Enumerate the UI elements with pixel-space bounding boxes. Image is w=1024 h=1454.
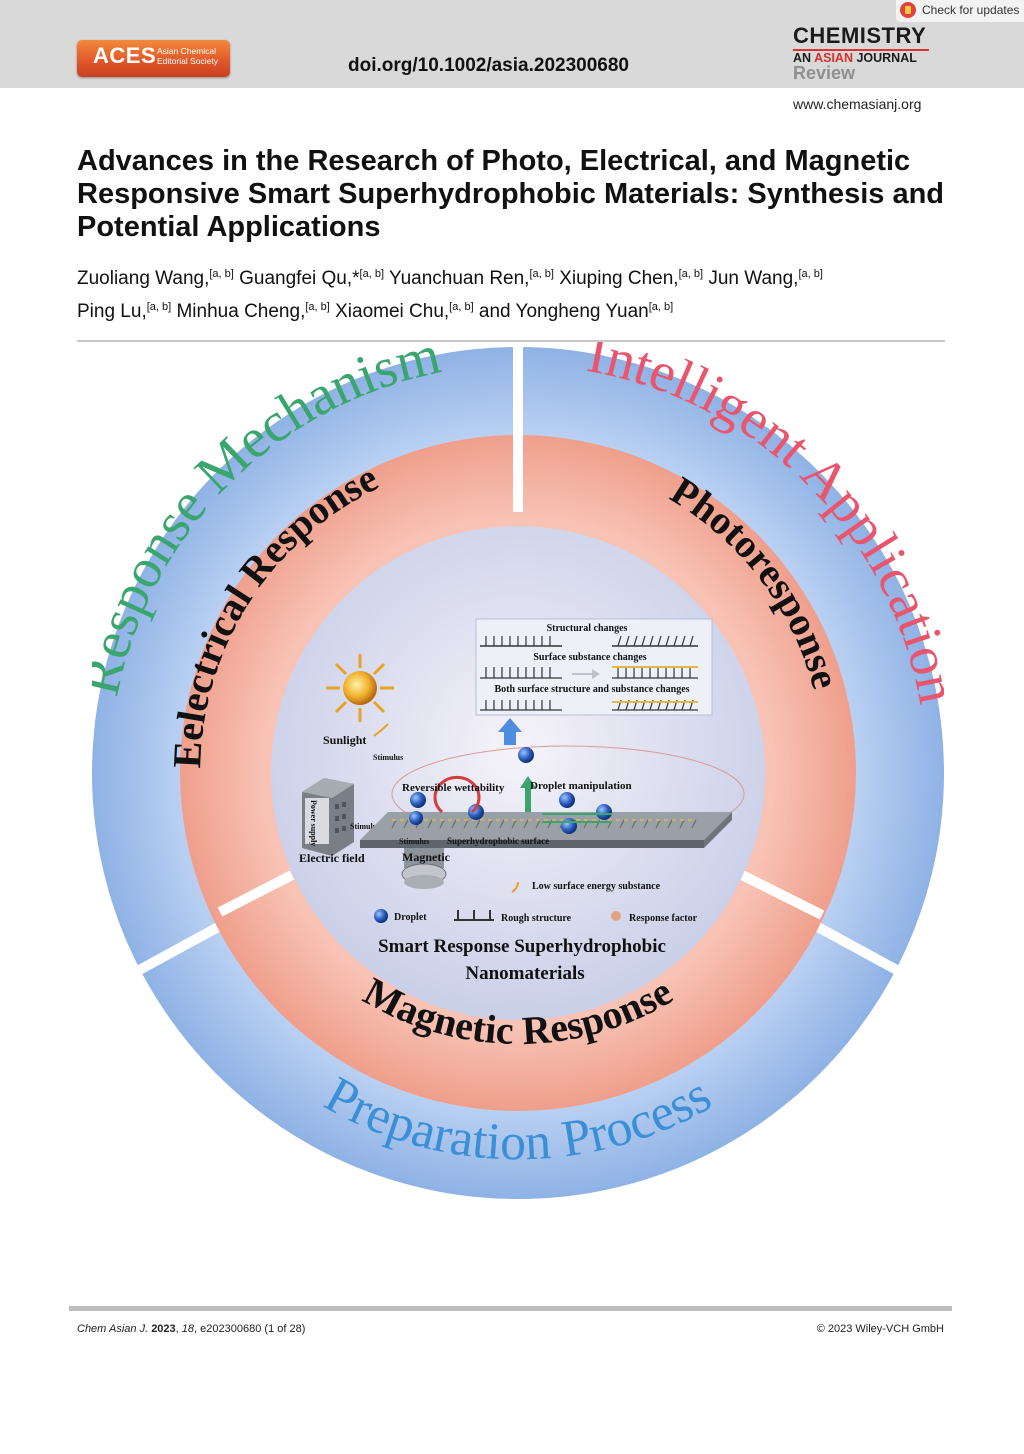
mid-separator-left bbox=[217, 870, 295, 917]
aces-logo-text: ACES bbox=[93, 43, 157, 68]
aces-name-line1: Asian Chemical bbox=[157, 46, 217, 56]
inset-arrow bbox=[572, 669, 600, 679]
mid-separator-right bbox=[739, 870, 825, 920]
sun-ray-curve bbox=[373, 723, 389, 737]
label-power-supply: Power supply bbox=[309, 800, 318, 846]
header-divider bbox=[77, 340, 945, 342]
droplet-5 bbox=[561, 818, 577, 834]
check-for-updates-label: Check for updates bbox=[922, 3, 1020, 17]
label-surface: Superhydrophobic surface bbox=[447, 836, 549, 846]
author-affiliation: [a, b] bbox=[529, 268, 554, 280]
author-list: Zuoliang Wang,[a, b] Guangfei Qu,*[a, b]… bbox=[77, 260, 957, 326]
aces-logo[interactable]: ACES Asian Chemical Editorial Society bbox=[77, 40, 230, 77]
inset-row3-pillars bbox=[480, 699, 698, 711]
label-sunlight: Sunlight bbox=[323, 733, 366, 747]
legend-droplet: Droplet bbox=[394, 912, 427, 923]
legend-rough-icon bbox=[454, 910, 494, 921]
article-title: Advances in the Research of Photo, Elect… bbox=[77, 145, 944, 243]
check-for-updates-button[interactable]: Check for updates bbox=[896, 0, 1024, 22]
author-affiliation: [a, b] bbox=[648, 301, 674, 313]
droplet-6 bbox=[596, 804, 612, 820]
magnet-icon bbox=[401, 848, 447, 889]
label-stimulus-magnetic: Stimulus bbox=[399, 837, 429, 846]
legend-low-energy-icon bbox=[511, 881, 519, 893]
aces-society-name: Asian Chemical Editorial Society bbox=[157, 46, 231, 66]
author-affiliation: [a, b] bbox=[359, 268, 385, 280]
inset-row1-pillars bbox=[485, 635, 694, 647]
author-affiliation: [a, b] bbox=[305, 301, 330, 313]
article-type: Review bbox=[793, 63, 856, 83]
author-name[interactable]: Ping Lu, bbox=[77, 301, 147, 322]
journal-website-link[interactable]: www.chemasianj.org bbox=[793, 96, 922, 112]
aces-name-line2: Editorial Society bbox=[157, 56, 218, 66]
reversible-arrow bbox=[433, 775, 481, 814]
sun-icon bbox=[326, 654, 394, 722]
copyright: © 2023 Wiley-VCH GmbH bbox=[816, 1323, 944, 1335]
author-affiliation: [a, b] bbox=[798, 268, 823, 280]
doi-link[interactable]: doi.org/10.1002/asia.202300680 bbox=[348, 55, 629, 76]
author-name[interactable]: Xiaomei Chu, bbox=[335, 301, 450, 322]
footer-divider bbox=[69, 1306, 952, 1311]
author-affiliation: [a, b] bbox=[209, 268, 234, 280]
journal-logo[interactable]: CHEMISTRY AN ASIAN JOURNAL bbox=[793, 24, 933, 66]
center-title-line1: Smart Response Superhydrophobic bbox=[378, 936, 666, 957]
author-name[interactable]: Xiuping Chen, bbox=[559, 268, 679, 289]
superhydrophobic-surface bbox=[360, 812, 732, 848]
author-affiliation: [a, b] bbox=[678, 268, 704, 280]
droplet-2 bbox=[409, 811, 423, 825]
up-arrow-icon bbox=[498, 718, 522, 745]
legend-rough: Rough structure bbox=[501, 913, 572, 924]
legend-low-energy: Low surface energy substance bbox=[532, 881, 661, 892]
droplet-4 bbox=[559, 792, 575, 808]
inset-panel: Structural changes Surface substance cha… bbox=[475, 618, 713, 716]
journal-subtitle: AN ASIAN JOURNAL bbox=[793, 51, 917, 65]
label-droplet-manipulation: Droplet manipulation bbox=[530, 780, 632, 792]
journal-title: CHEMISTRY bbox=[793, 23, 927, 48]
author-name[interactable]: Jun Wang, bbox=[708, 268, 799, 289]
author-name[interactable]: Yuanchuan Ren, bbox=[388, 268, 530, 289]
power-supply-icon bbox=[302, 778, 354, 856]
author-name[interactable]: and Yongheng Yuan bbox=[478, 301, 649, 322]
toc-graphic: Response Mechanism Intelligent Applicati… bbox=[92, 342, 944, 1199]
center-title-line2: Nanomaterials bbox=[465, 963, 584, 984]
legend-droplet-icon bbox=[374, 909, 388, 923]
bookmark-icon bbox=[900, 2, 916, 18]
author-name[interactable]: Guangfei Qu,* bbox=[239, 268, 360, 289]
author-name[interactable]: Minhua Cheng, bbox=[176, 301, 306, 322]
droplet-1 bbox=[410, 792, 426, 808]
label-electric-field: Electric field bbox=[299, 851, 365, 865]
citation: Chem Asian J. 2023, 18, e202300680 (1 of… bbox=[77, 1323, 306, 1335]
label-stimulus-sun: Stimulus bbox=[373, 753, 403, 762]
droplet-top bbox=[518, 747, 534, 763]
inset-surface-substance-changes: Surface substance changes bbox=[533, 652, 646, 663]
legend-response: Response factor bbox=[629, 913, 698, 924]
author-affiliation: [a, b] bbox=[146, 301, 172, 313]
inset-both-changes: Both surface structure and substance cha… bbox=[494, 684, 689, 695]
author-affiliation: [a, b] bbox=[449, 301, 474, 313]
inset-structural-changes: Structural changes bbox=[547, 623, 628, 634]
author-name[interactable]: Zuoliang Wang, bbox=[77, 268, 210, 289]
label-reversible-wettability: Reversible wettability bbox=[402, 782, 505, 794]
inset-row2-pillars bbox=[480, 667, 698, 679]
label-magnetic: Magnetic bbox=[402, 850, 451, 864]
journal-title-underline bbox=[793, 49, 929, 51]
legend-response-icon bbox=[611, 911, 621, 921]
droplet-3 bbox=[468, 804, 484, 820]
label-stimulus-electric: Stimulus bbox=[350, 822, 380, 831]
